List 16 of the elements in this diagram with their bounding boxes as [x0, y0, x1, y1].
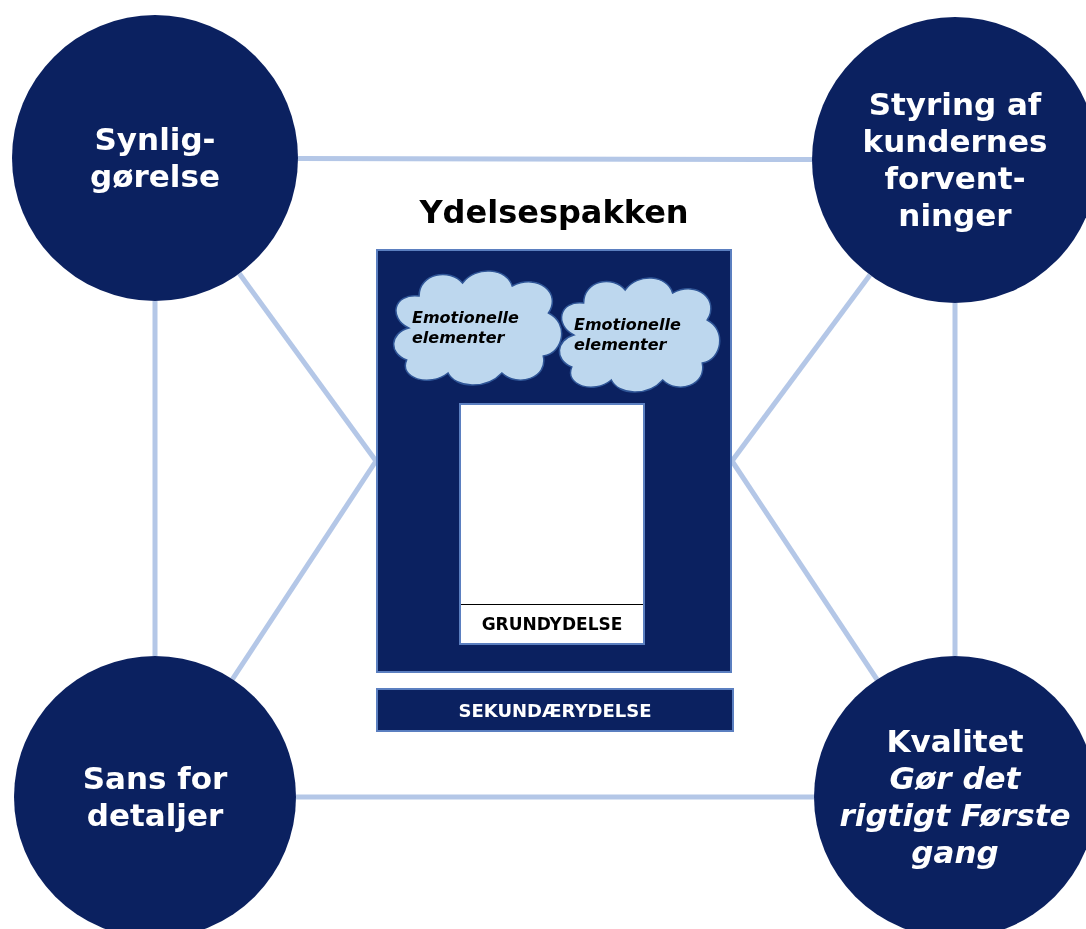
label-bar [376, 688, 734, 732]
connector-line [952, 303, 958, 656]
node-label: Kvalitet [886, 722, 1024, 760]
cloud-label: Emotionelle elementer [574, 315, 682, 355]
subtitle: Gør det rigtigt Første gang [838, 759, 1072, 872]
core-box [459, 403, 645, 645]
node-label: Sans for detaljer [81, 759, 229, 835]
cloud-label: Emotionelle elementer [412, 308, 520, 348]
node-label: Styring af kundernes forvent- ninger [861, 85, 1049, 235]
connector-line [298, 155, 812, 163]
connector-line [152, 301, 158, 656]
connector-line [296, 794, 814, 800]
panel-title: Ydelsespakken [418, 193, 690, 231]
strip-label: GRUNDYDELSE [461, 604, 643, 643]
bar-label: SEKUNDÆRYDELSE [458, 699, 652, 721]
node-label: Synlig- gørelse [89, 120, 221, 196]
